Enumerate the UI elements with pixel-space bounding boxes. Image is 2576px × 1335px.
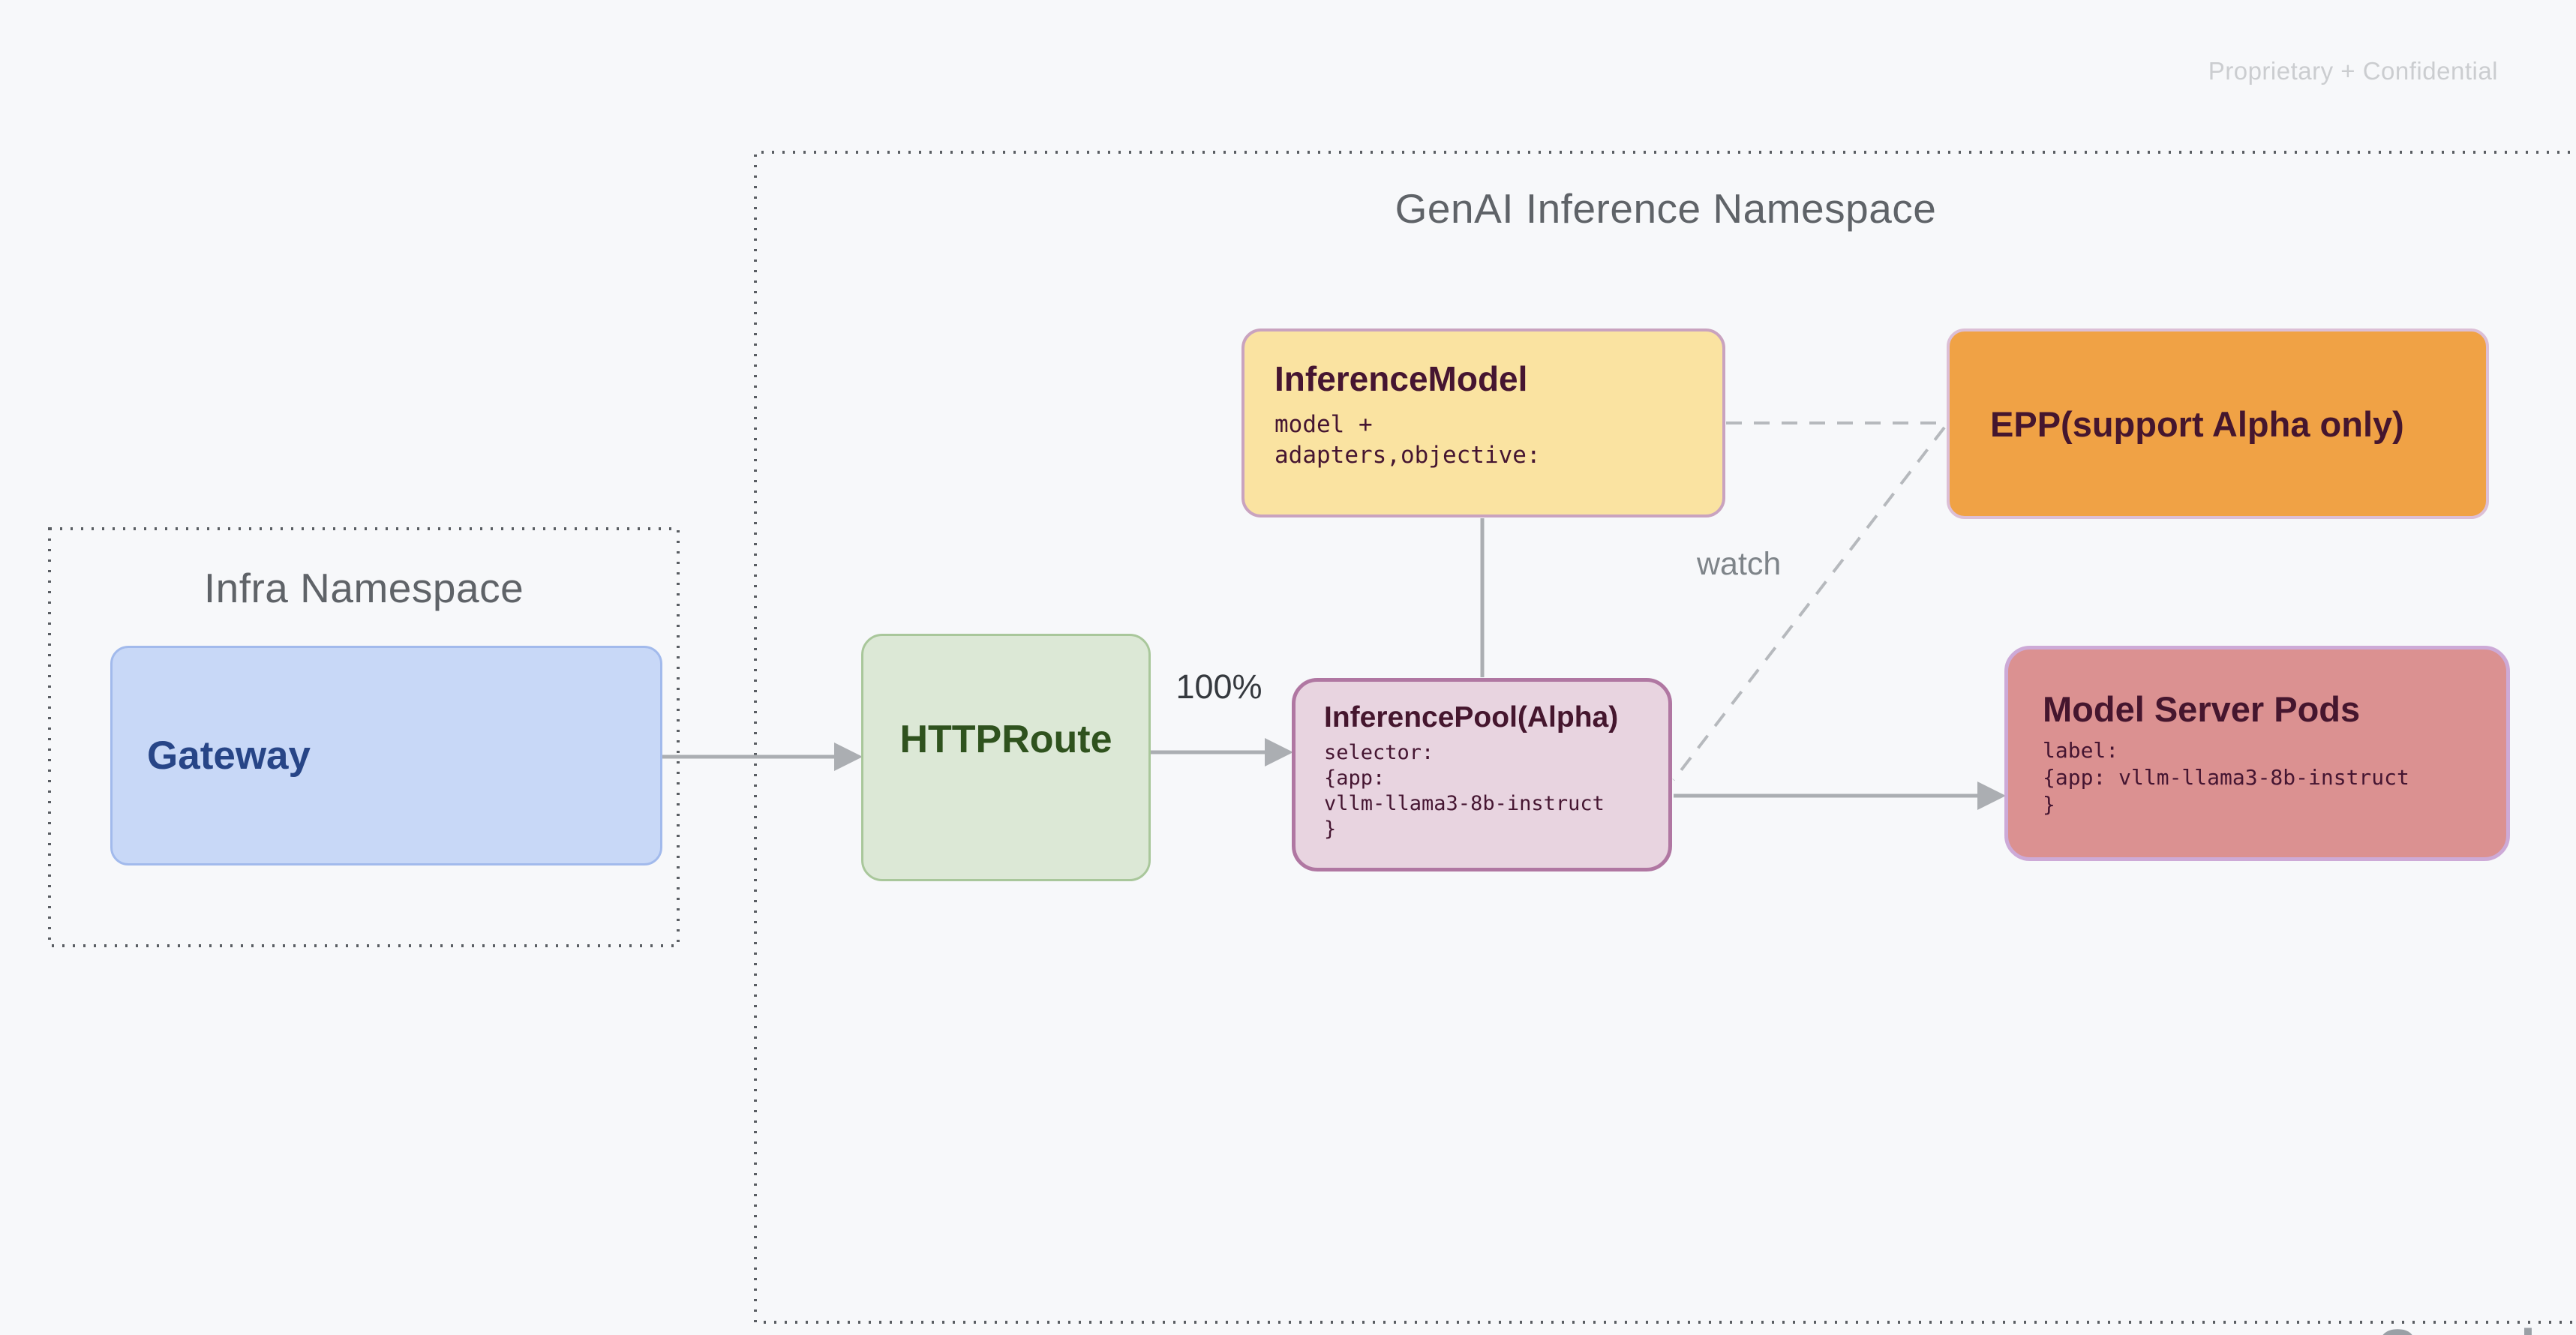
genai-namespace-border [754, 151, 2576, 1324]
inference-model-title: InferenceModel [1274, 359, 1528, 398]
code-line: {app: [1324, 766, 1386, 790]
model-server-pods-title: Model Server Pods [2043, 689, 2361, 729]
gateway-title: Gateway [147, 734, 311, 778]
code-line: } [2043, 792, 2055, 817]
route-weight-label: 100% [1175, 668, 1262, 706]
genai-namespace-title: GenAI Inference Namespace [1395, 185, 1937, 232]
code-line: vllm-llama3-8b-instruct [1324, 792, 1605, 815]
node-inference-pool: InferencePool(Alpha) selector: {app: vll… [1292, 678, 1672, 872]
code-line: {app: vllm-llama3-8b-instruct [2043, 765, 2409, 790]
watch-label: watch [1697, 546, 1782, 582]
node-epp: EPP(support Alpha only) [1947, 328, 2489, 519]
epp-title: EPP(support Alpha only) [1990, 404, 2404, 444]
inference-model-spec: model + adapters,objective: [1274, 410, 1722, 471]
google-logo-partial: Google [2376, 1318, 2567, 1335]
node-httproute: HTTPRoute [861, 634, 1151, 881]
code-line: label: [2043, 738, 2119, 763]
infra-namespace-title: Infra Namespace [203, 565, 524, 611]
code-line: } [1324, 818, 1337, 841]
inference-pool-spec: selector: {app: vllm-llama3-8b-instruct … [1324, 740, 1668, 842]
inference-pool-title: InferencePool(Alpha) [1324, 701, 1619, 734]
code-line: model + [1274, 411, 1373, 438]
code-line: adapters,objective: [1274, 442, 1541, 469]
confidentiality-watermark: Proprietary + Confidential [2208, 57, 2498, 85]
httproute-title: HTTPRoute [899, 718, 1112, 761]
node-inference-model: InferenceModel model + adapters,objectiv… [1241, 328, 1725, 518]
node-gateway: Gateway [110, 646, 662, 866]
arrowhead-pool-to-pods [1977, 782, 2006, 810]
edge-epp-to-pool-dashed [1672, 426, 1946, 782]
arrowhead-httproute-to-pool [1265, 738, 1293, 766]
arrowhead-gateway-to-httproute [834, 742, 863, 771]
node-model-server-pods: Model Server Pods label: {app: vllm-llam… [2004, 646, 2510, 861]
model-server-pods-spec: label: {app: vllm-llama3-8b-instruct } [2043, 737, 2506, 818]
code-line: selector: [1324, 741, 1434, 764]
